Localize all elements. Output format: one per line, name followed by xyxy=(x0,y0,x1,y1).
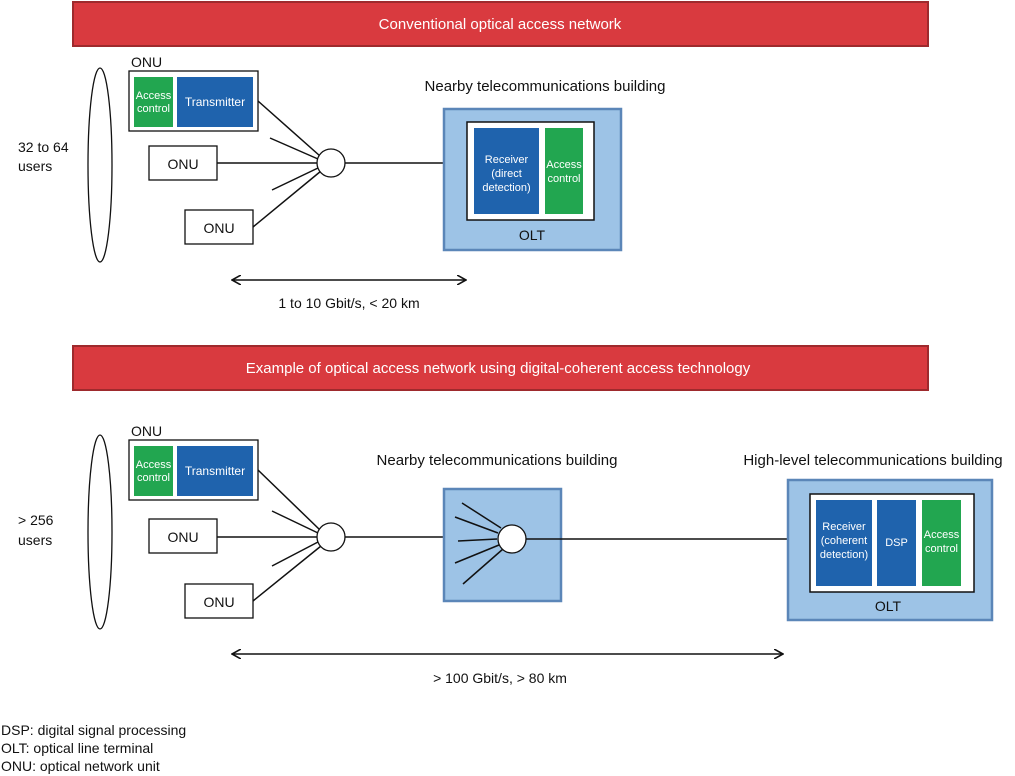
onu-box-3 xyxy=(184,209,254,245)
olt-receiver xyxy=(474,128,539,214)
olt-dsp-label: DSP xyxy=(885,537,908,549)
olt-access-2-l1: Access xyxy=(924,529,960,541)
banner-coherent-text: Example of optical access network using … xyxy=(246,360,751,377)
olt-receiver-2-l2: (coherent xyxy=(821,535,867,547)
onu-title: ONU xyxy=(131,54,162,70)
banner-coherent xyxy=(72,345,929,391)
span-label: 1 to 10 Gbit/s, < 20 km xyxy=(278,295,419,311)
users-brace-2 xyxy=(87,434,113,630)
users-label-2: users xyxy=(18,532,52,548)
onu-title-2: ONU xyxy=(131,423,162,439)
users-brace xyxy=(87,67,113,263)
olt-receiver-l3: detection) xyxy=(482,182,530,194)
olt-label-2: OLT xyxy=(875,598,902,614)
olt-access-control-2 xyxy=(922,500,961,586)
splitter-nearby xyxy=(497,524,527,554)
onu-transmitter-2-label: Transmitter xyxy=(185,464,245,478)
onu-access-control xyxy=(134,77,173,127)
building-label: Nearby telecommunications building xyxy=(425,78,666,95)
onu-box-2 xyxy=(148,145,218,181)
onu-access-control-2 xyxy=(134,446,173,496)
onu-box-3-label: ONU xyxy=(203,220,234,236)
onu-box-3b xyxy=(184,583,254,619)
section-conventional: Conventional optical access network 32 t… xyxy=(18,1,929,311)
high-level-building-label: High-level telecommunications building xyxy=(743,452,1002,469)
onu-access-control-2-l2: control xyxy=(137,472,170,484)
splitter-2 xyxy=(316,522,346,552)
olt-receiver-2 xyxy=(816,500,872,586)
olt-receiver-2-l1: Receiver xyxy=(822,521,866,533)
olt-receiver-2-l3: detection) xyxy=(820,549,868,561)
olt-access-l1: Access xyxy=(546,159,582,171)
olt-access-2-l2: control xyxy=(925,543,958,555)
legend-item-olt: OLT: optical line terminal xyxy=(1,740,154,756)
olt-access-control xyxy=(545,128,583,214)
splitter xyxy=(316,148,346,178)
nearby-building-label: Nearby telecommunications building xyxy=(377,452,618,469)
legend-item-onu: ONU: optical network unit xyxy=(1,758,160,774)
onu-transmitter-label: Transmitter xyxy=(185,95,245,109)
fiber-lines-onu xyxy=(217,100,322,228)
olt-receiver-l2: (direct xyxy=(491,168,522,180)
olt-receiver-l1: Receiver xyxy=(485,154,529,166)
users-count-label: 32 to 64 xyxy=(18,139,69,155)
onu-access-control-l1: Access xyxy=(136,90,172,102)
legend-item-dsp: DSP: digital signal processing xyxy=(1,722,187,738)
onu-box-2b-label: ONU xyxy=(167,529,198,545)
banner-conventional-text: Conventional optical access network xyxy=(379,16,622,33)
users-count-label-2: > 256 xyxy=(18,512,54,528)
fiber-lines-onu-2 xyxy=(217,469,322,602)
onu-access-control-2-l1: Access xyxy=(136,459,172,471)
onu-box-2-label: ONU xyxy=(167,156,198,172)
onu-access-control-l2: control xyxy=(137,103,170,115)
onu-transmitter-2 xyxy=(177,446,253,496)
onu-box-3b-label: ONU xyxy=(203,594,234,610)
nearby-splitter-fibers xyxy=(454,502,504,585)
olt-dsp xyxy=(877,500,916,586)
onu-box-2b xyxy=(148,518,218,554)
users-label: users xyxy=(18,158,52,174)
abbreviation-legend: DSP: digital signal processing OLT: opti… xyxy=(1,721,186,775)
onu-transmitter xyxy=(177,77,253,127)
banner-conventional xyxy=(72,1,929,47)
olt-label: OLT xyxy=(519,227,546,243)
span-label-2: > 100 Gbit/s, > 80 km xyxy=(433,670,567,686)
section-digital-coherent: Example of optical access network using … xyxy=(18,345,1003,686)
olt-access-l2: control xyxy=(547,173,580,185)
